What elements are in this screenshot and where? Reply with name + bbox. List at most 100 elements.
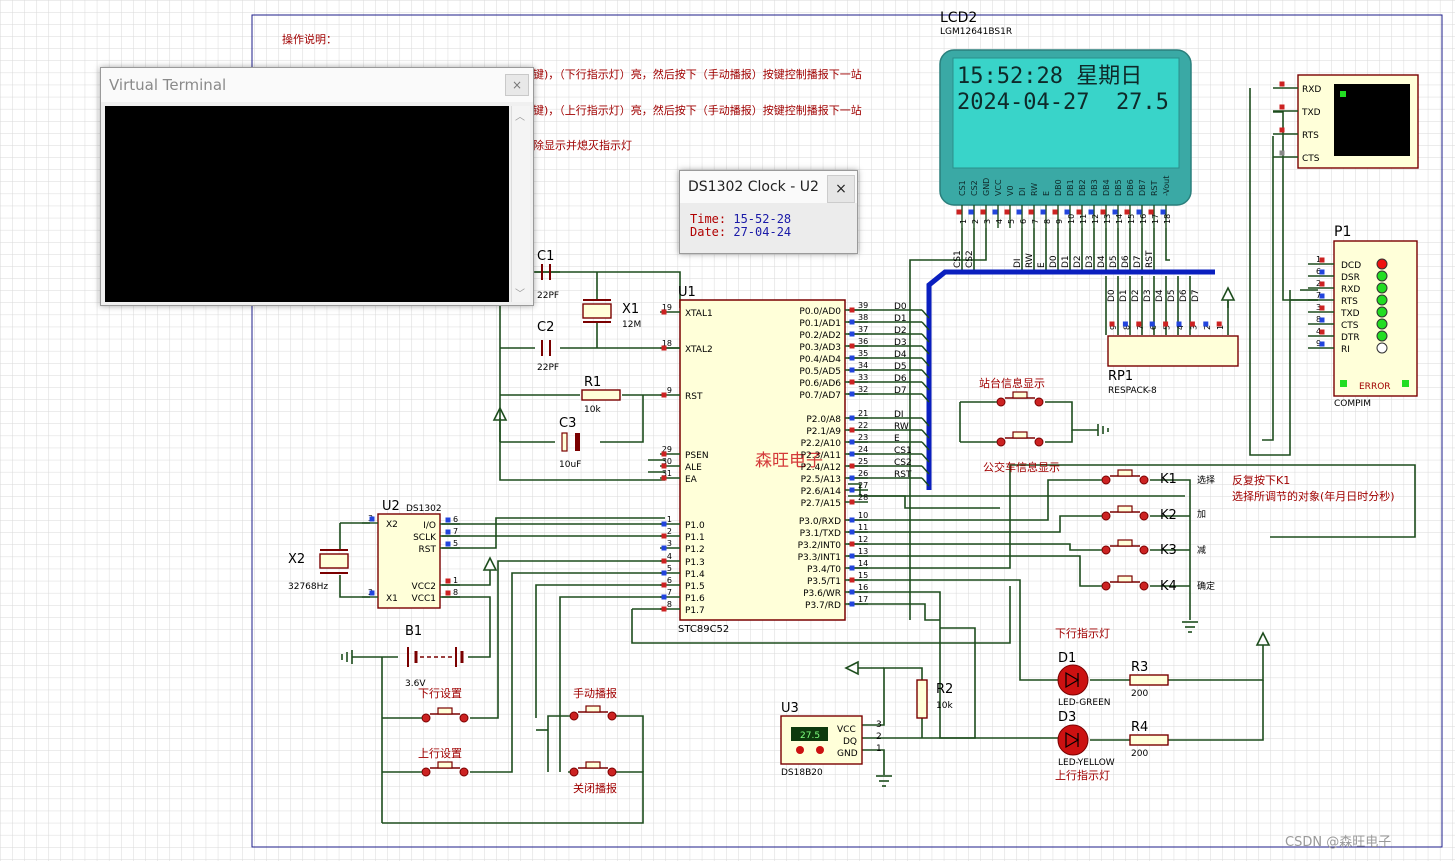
- p1-pin-state: [1319, 317, 1325, 323]
- ds1302-close-button[interactable]: ×: [827, 175, 855, 203]
- r2-ref: R2: [936, 682, 953, 697]
- compim-pin-label: CTS: [1302, 154, 1320, 164]
- u1-pin-state: [849, 577, 855, 583]
- rp1-pin-number: 7: [1136, 325, 1145, 330]
- terminal-screen[interactable]: [105, 106, 509, 302]
- k2-button[interactable]: [1100, 505, 1149, 521]
- p1-pin-label: TXD: [1340, 309, 1360, 319]
- u2-pin-state: [445, 578, 451, 584]
- u3-display: 27.5: [800, 731, 820, 741]
- u3-ds18b20[interactable]: U3 27.5 DS18B20 VCC DQ GND 3 2 1: [780, 701, 882, 778]
- u1-pin-state: [661, 521, 667, 527]
- ds1302-clock-window[interactable]: DS1302 Clock - U2 × Time: 15-52-28 Date:…: [679, 170, 858, 254]
- d1-label: 下行指示灯: [1055, 626, 1110, 640]
- terminal-scrollbar[interactable]: ︿ ﹀: [511, 106, 530, 302]
- p1-pin-label: DCD: [1341, 261, 1361, 271]
- u1-pin-number: 25: [858, 457, 868, 466]
- compim-pin-label: RXD: [1302, 85, 1321, 95]
- u1-pin-name: P1.7: [685, 606, 705, 616]
- lcd-pin-state: [968, 209, 974, 215]
- p1-pin-label: RI: [1341, 345, 1350, 355]
- rp1-pin-number: 3: [1189, 325, 1198, 330]
- x2-crystal: X2 32768Hz: [288, 549, 349, 592]
- bus-info-button[interactable]: [995, 431, 1044, 447]
- u2-pin-name: RST: [419, 545, 437, 555]
- lcd-pin-name: V0: [1006, 185, 1015, 196]
- time-value: 15-52-28: [733, 212, 792, 226]
- p1-compim[interactable]: P1 COMPIM ERROR 1DCD6DSR2RXD7RTS3TXD8CTS…: [1308, 224, 1418, 409]
- rp1-net-label: D7: [1191, 289, 1201, 302]
- lcd-pin-number: 6: [1019, 219, 1028, 224]
- manual-broadcast-button[interactable]: [568, 705, 617, 721]
- date-label: Date:: [690, 225, 727, 239]
- u1-pin-state: [849, 427, 855, 433]
- u1-pin-state: [849, 391, 855, 397]
- lcd-pin-state: [1064, 209, 1070, 215]
- d3-ref: D3: [1058, 710, 1076, 725]
- u1-ref: U1: [678, 285, 696, 300]
- lcd-pin-name: VCC: [994, 179, 1003, 196]
- rp1-pin-state: [1109, 321, 1115, 327]
- k1-button[interactable]: [1100, 469, 1149, 485]
- virtual-terminal-window[interactable]: Virtual Terminal × ︿ ﹀: [100, 67, 534, 306]
- x2-ref: X2: [288, 552, 305, 567]
- u1-pin-name: EA: [685, 475, 698, 485]
- down-set-button[interactable]: [420, 707, 469, 723]
- rp1-pin-number: 5: [1163, 325, 1172, 330]
- p1-pin-state: [1319, 329, 1325, 335]
- d3-led[interactable]: D3 LED-YELLOW: [1057, 710, 1115, 768]
- u1-pin-number: 19: [662, 303, 672, 312]
- u1-net-label: D5: [894, 362, 907, 372]
- k4-ref: K4: [1160, 579, 1177, 594]
- p1-pin-state: [1319, 305, 1325, 311]
- lcd2[interactable]: LCD2 LGM12641BS1R CS11CS22GND3VCC4V05DI6…: [939, 10, 1192, 268]
- lcd-pin-number: 3: [983, 219, 992, 224]
- p1-led-indicator: [1376, 330, 1388, 342]
- c2-capacitor: C2 22PF: [537, 320, 559, 373]
- p1-error: ERROR: [1359, 382, 1391, 392]
- c2-val: 22PF: [537, 363, 559, 373]
- u1-pin-name: P0.3/AD3: [799, 343, 841, 353]
- rp1-pin-number: 2: [1203, 325, 1212, 330]
- c3-capacitor: C3 10uF: [559, 416, 581, 470]
- u1-pin-name: P2.7/A15: [801, 499, 841, 509]
- k2-ref: K2: [1160, 508, 1177, 523]
- u1-pin-state: [849, 367, 855, 373]
- u1-pin-name: P1.4: [685, 570, 705, 580]
- lcd-pin-number: 16: [1139, 214, 1148, 224]
- up-set-button[interactable]: [420, 761, 469, 777]
- scroll-down-icon[interactable]: ﹀: [515, 289, 525, 300]
- u1-pin-number: 11: [858, 523, 868, 532]
- lcd-pin-state: [1112, 209, 1118, 215]
- lcd-pin-name: DB7: [1138, 179, 1147, 196]
- u1-net-label: D3: [894, 338, 907, 348]
- u1-pin-state: [849, 319, 855, 325]
- scroll-up-icon[interactable]: ︿: [515, 112, 525, 123]
- u1-pin-number: 22: [858, 421, 868, 430]
- lcd-pin-number: 10: [1067, 214, 1076, 224]
- u1-mcu[interactable]: U1 STC89C52 森旺电子 19XTAL118XTAL29RST29PSE…: [660, 285, 912, 635]
- u1-pin-number: 38: [858, 313, 868, 322]
- lcd-pin-name: E: [1042, 191, 1051, 196]
- close-broadcast-label: 关闭播报: [573, 781, 617, 795]
- lcd-pin-number: 18: [1163, 214, 1172, 224]
- lcd-pin-state: [1160, 209, 1166, 215]
- u1-pin-state: [661, 594, 667, 600]
- rp1-pin-number: 8: [1122, 325, 1131, 330]
- close-broadcast-button[interactable]: [568, 761, 617, 777]
- u2-pin-name: SCLK: [413, 533, 437, 543]
- k3-button[interactable]: [1100, 539, 1149, 555]
- rp1-net-label: D2: [1131, 289, 1141, 302]
- d1-led[interactable]: D1 LED-GREEN: [1057, 651, 1111, 708]
- u1-pin-name: P3.3/INT1: [798, 553, 841, 563]
- virtual-terminal-close-button[interactable]: ×: [505, 74, 529, 96]
- lcd-screen: [952, 57, 1180, 169]
- u1-pin-name: P1.6: [685, 594, 705, 604]
- k4-button[interactable]: [1100, 575, 1149, 591]
- p1-pin-number: 3: [1316, 303, 1321, 312]
- lcd-pin-name: GND: [982, 178, 991, 196]
- u1-pin-state: [849, 475, 855, 481]
- station-info-button[interactable]: [995, 391, 1044, 407]
